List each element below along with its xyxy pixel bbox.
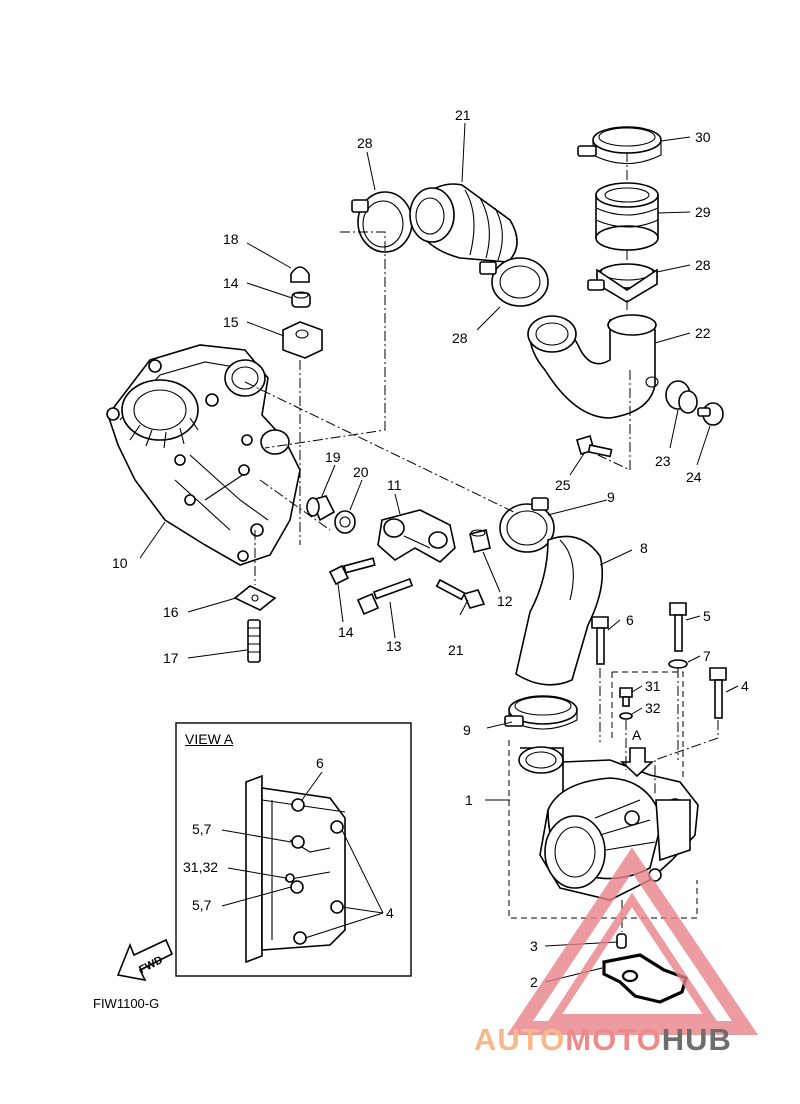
callout-27: 25 [555, 477, 571, 493]
callout-28-middle: 28 [452, 330, 468, 346]
sleeve-part-29 [595, 182, 659, 251]
view-a-marker: A [632, 727, 642, 743]
view-a-callout-4: 4 [386, 905, 394, 921]
gasket-part-2 [602, 953, 688, 1004]
bolt-part-31 [619, 687, 633, 707]
callout-15: 14 [223, 275, 239, 291]
callout-5: 5 [703, 608, 711, 624]
callout-24: 22 [695, 325, 711, 341]
callout-28-right: 28 [695, 257, 711, 273]
bolt-part-13 [356, 577, 414, 616]
hose-clamp-part-9-lower [504, 695, 578, 730]
forward-arrow-icon: FWD [116, 938, 174, 982]
callout-8: 8 [640, 540, 648, 556]
hose-part-23 [409, 183, 518, 263]
mount-part-16 [282, 321, 323, 359]
cap-nut-part-19 [290, 266, 310, 283]
view-a-arrow: A [619, 727, 655, 778]
bracket-part-11 [377, 509, 456, 563]
watermark-logo-icon [506, 847, 759, 1035]
callout-6: 6 [626, 612, 634, 628]
bolt-part-4 [709, 667, 727, 719]
callout-4: 4 [741, 678, 749, 694]
bushing-part-20 [306, 495, 336, 522]
view-a-callout-31-32: 31,32 [183, 859, 218, 875]
watermark-brand: AUTOMOTOHUB [474, 1022, 732, 1058]
watermark-brand-hub: HUB [661, 1022, 732, 1057]
callout-1: 1 [465, 792, 473, 808]
callout-25: 23 [655, 453, 671, 469]
callout-22: 21 [448, 642, 464, 658]
callout-20: 19 [325, 449, 341, 465]
callout-2: 2 [530, 974, 538, 990]
bolt-part-6 [591, 616, 609, 665]
callout-21: 20 [353, 464, 369, 480]
view-a-callout-5-7-lower: 5,7 [192, 897, 212, 913]
view-a-callout-6: 6 [316, 755, 324, 771]
callout-labels: 28 21 30 29 28 22 28 18 14 15 23 24 25 1… [112, 107, 749, 990]
impeller-housing-part-1 [518, 746, 699, 901]
bolt-part-22 [435, 578, 486, 609]
sleeve-part-12 [469, 529, 491, 553]
damper-part-21 [334, 510, 356, 534]
view-a-title: VIEW A [185, 731, 234, 747]
callout-18: 17 [163, 650, 179, 666]
callout-29: 29 [695, 204, 711, 220]
callout-12: 12 [497, 593, 513, 609]
elbow-duct-part-24 [527, 314, 659, 419]
hose-clamp-part-28-a [351, 191, 413, 253]
washer-part-7 [668, 659, 688, 669]
view-a-callout-5-7-upper: 5,7 [192, 821, 212, 837]
callout-26: 24 [686, 469, 702, 485]
callout-9-lower: 9 [463, 722, 471, 738]
callout-28-upper-left: 28 [357, 135, 373, 151]
bolt-part-5 [669, 602, 687, 652]
assembly-lines [244, 152, 719, 932]
leader-lines [139, 122, 739, 983]
callout-17: 16 [163, 604, 179, 620]
watermark-brand-moto: MOTO [565, 1022, 662, 1057]
callout-31: 31 [645, 678, 661, 694]
bolt-part-14 [328, 557, 376, 586]
callout-16: 15 [223, 314, 239, 330]
plate-part-17 [233, 585, 277, 611]
washer-part-32 [619, 712, 633, 720]
callout-19: 18 [223, 231, 239, 247]
callout-23: 21 [455, 107, 471, 123]
hose-clamp-part-9-upper [499, 497, 555, 553]
collar-part-15 [291, 291, 311, 308]
callout-30: 30 [695, 129, 711, 145]
callout-11: 11 [387, 477, 402, 493]
callout-9-upper: 9 [607, 489, 615, 505]
pump-housing-part-10 [106, 344, 301, 566]
hose-clamp-part-28-b [479, 257, 549, 307]
callout-7: 7 [703, 648, 711, 664]
hose-clamp-part-30 [577, 126, 662, 164]
callout-14: 14 [338, 624, 354, 640]
callout-32: 32 [645, 700, 661, 716]
hose-clamp-part-28-c [587, 263, 658, 303]
callout-10: 10 [112, 555, 128, 571]
callout-13: 13 [386, 638, 402, 654]
callout-3: 3 [530, 938, 538, 954]
grommet-part-25 [665, 380, 698, 414]
hose-part-8 [515, 535, 604, 686]
dowel-pin-part-3 [616, 933, 627, 949]
pump-dashed-frame [508, 671, 698, 919]
bolt-part-27 [576, 434, 613, 458]
figure-code: FIW1100-G [93, 996, 160, 1011]
watermark-brand-auto: AUTO [474, 1022, 566, 1057]
view-a-inset: 6 5,7 31,32 5,7 4 [175, 722, 412, 977]
stud-part-18 [247, 619, 261, 663]
collar-part-26 [697, 402, 724, 426]
